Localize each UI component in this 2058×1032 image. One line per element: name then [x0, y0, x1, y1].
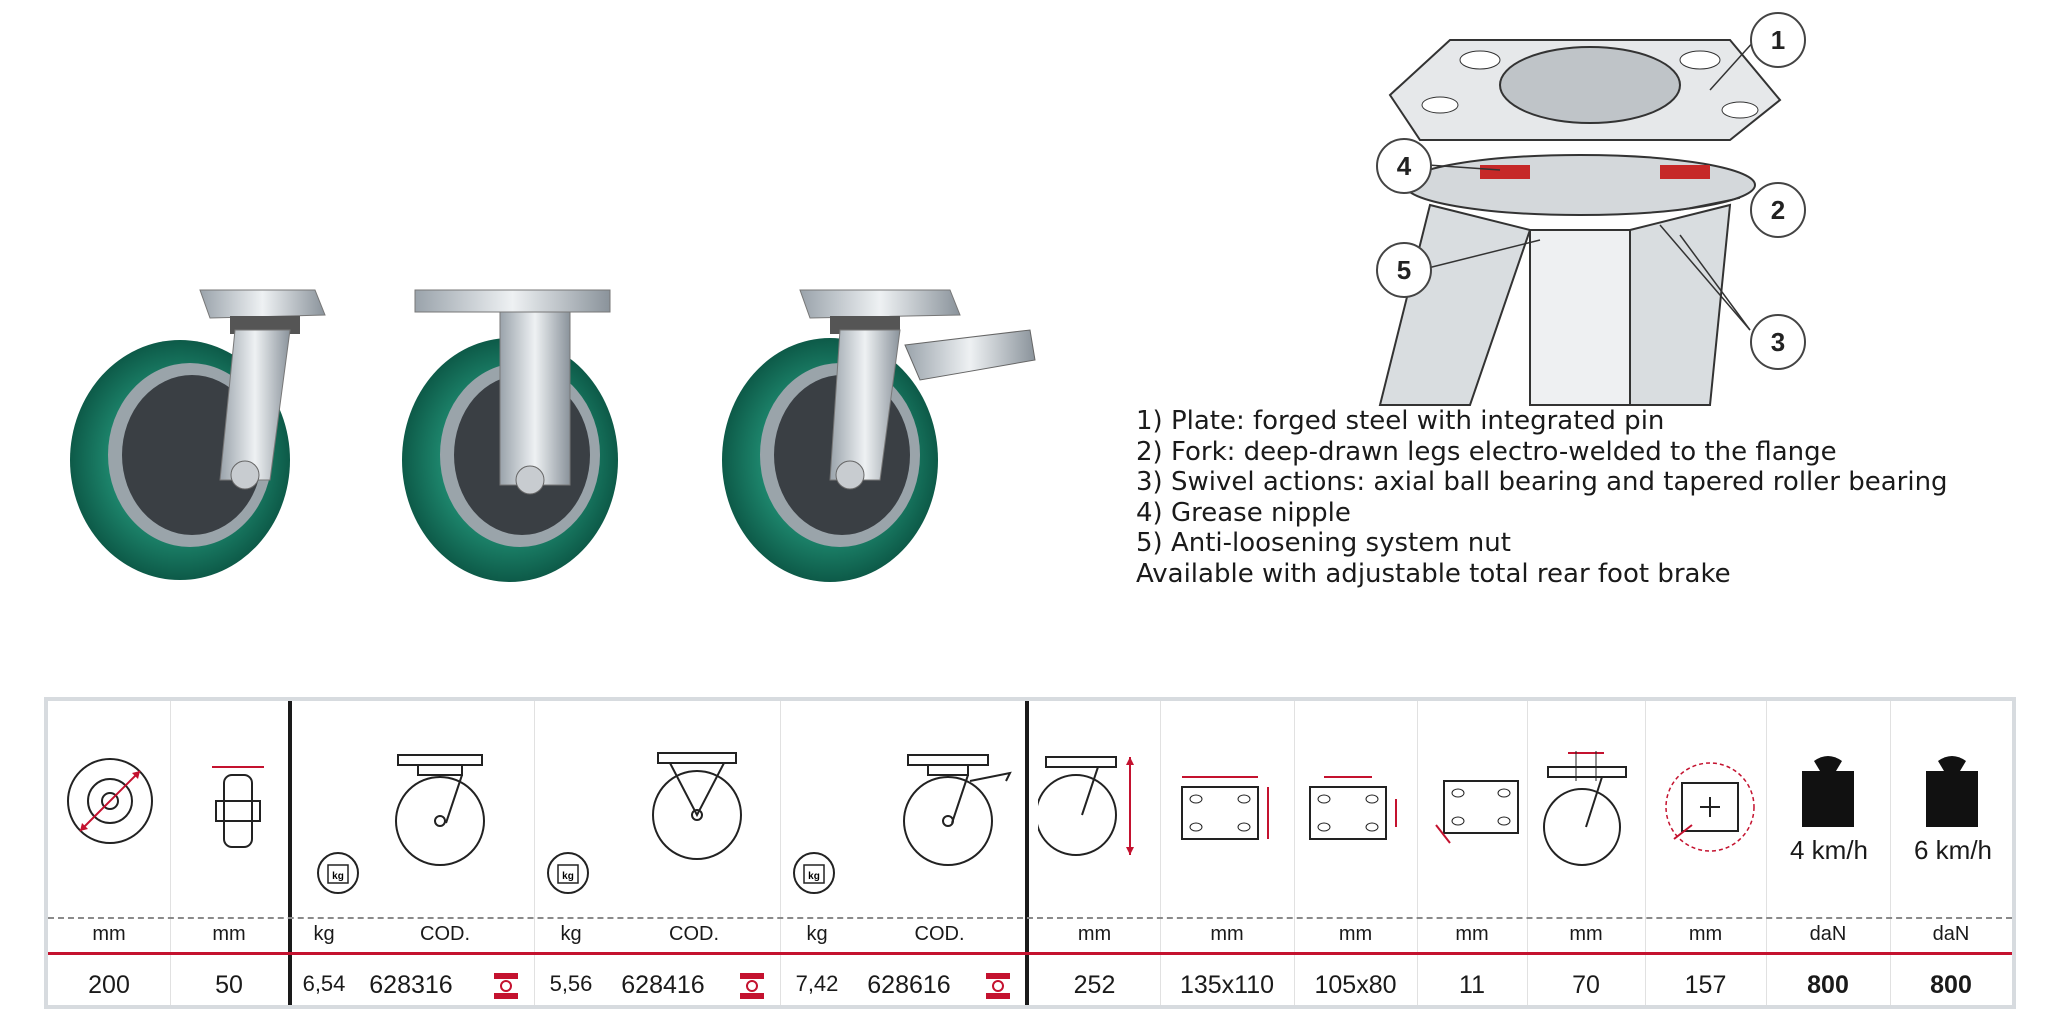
plate-size-icon — [1178, 769, 1278, 849]
weight-badge-icon-2: kg — [546, 851, 590, 895]
value-hole-dia: 11 — [1459, 971, 1485, 999]
braked-caster-photo — [722, 289, 1036, 582]
feature-4: 4) Grease nipple — [1136, 497, 1351, 528]
unit-kg-2: kg — [560, 923, 582, 945]
load-weight-icon-fast — [1922, 751, 1982, 831]
unit-diameter: mm — [92, 923, 126, 945]
speed-label-fast: 6 km/h — [1913, 835, 1993, 865]
callout-4: 4 — [1376, 138, 1432, 194]
wheel-diameter-icon — [62, 753, 158, 849]
code-marker-icon-2 — [740, 973, 764, 999]
unit-hole-dia: mm — [1455, 923, 1489, 945]
unit-width: mm — [212, 923, 246, 945]
load-weight-icon-slow — [1798, 751, 1858, 831]
hole-diameter-icon — [1432, 771, 1522, 851]
code-marker-icon-1 — [494, 973, 518, 999]
fixed-caster-icon — [648, 749, 768, 869]
value-kg-3: 7,42 — [795, 971, 839, 996]
feature-1: 1) Plate: forged steel with integrated p… — [1136, 406, 1665, 436]
braked-caster-icon — [898, 751, 1018, 871]
callout-3: 3 — [1750, 314, 1806, 370]
callout-2: 2 — [1750, 182, 1806, 238]
feature-list: 1) Plate: forged steel with integrated p… — [1136, 406, 2036, 589]
value-width: 50 — [215, 971, 243, 999]
swivel-radius-icon — [1662, 759, 1758, 855]
value-diameter: 200 — [88, 971, 130, 999]
spec-table: kg kg kg — [44, 697, 2016, 1009]
value-height: 252 — [1073, 971, 1116, 999]
feature-3: 3) Swivel actions: axial ball bearing an… — [1136, 467, 1948, 497]
weight-badge-icon-3: kg — [792, 851, 836, 895]
svg-text:kg: kg — [808, 871, 820, 882]
svg-text:kg: kg — [562, 871, 574, 882]
callout-5: 5 — [1376, 242, 1432, 298]
value-cod-2: 628416 — [621, 971, 705, 999]
code-marker-icon-3 — [986, 973, 1010, 999]
value-load-fast: 800 — [1930, 971, 1972, 999]
unit-height: mm — [1077, 923, 1112, 945]
unit-cod-1: COD. — [420, 923, 470, 945]
exploded-diagram: 1 2 3 4 5 — [1300, 0, 1860, 410]
product-photos — [50, 250, 1050, 610]
unit-holes: mm — [1338, 923, 1373, 945]
feature-2: 2) Fork: deep-drawn legs electro-welded … — [1136, 436, 1837, 467]
unit-load-slow: daN — [1809, 923, 1847, 945]
unit-swivel-radius: mm — [1688, 923, 1723, 945]
value-kg-2: 5,56 — [549, 971, 593, 996]
value-cod-1: 628316 — [369, 971, 453, 999]
unit-cod-2: COD. — [669, 923, 719, 945]
value-swivel-radius: 157 — [1684, 971, 1727, 999]
value-holes: 105x80 — [1314, 971, 1397, 999]
speed-label-slow: 4 km/h — [1789, 835, 1869, 865]
feature-5: 5) Anti-loosening system nut — [1136, 528, 1511, 558]
hole-spacing-icon — [1306, 769, 1406, 849]
value-load-slow: 800 — [1807, 971, 1849, 999]
unit-kg-1: kg — [313, 923, 335, 945]
value-cod-3: 628616 — [867, 971, 951, 999]
swivel-offset-icon — [1542, 751, 1632, 871]
swivel-caster-icon — [388, 751, 518, 871]
weight-badge-icon-1: kg — [316, 851, 360, 895]
wheel-width-icon — [208, 761, 268, 851]
value-plate: 135x110 — [1179, 971, 1275, 999]
feature-6: Available with adjustable total rear foo… — [1136, 558, 1731, 589]
unit-kg-3: kg — [806, 923, 828, 945]
unit-offset: mm — [1569, 923, 1603, 945]
value-kg-1: 6,54 — [302, 971, 346, 996]
unit-plate: mm — [1210, 923, 1244, 945]
callout-1: 1 — [1750, 12, 1806, 68]
value-offset: 70 — [1572, 971, 1600, 999]
fixed-caster-photo — [402, 289, 618, 582]
overall-height-icon — [1038, 753, 1148, 863]
swivel-caster-photo — [70, 289, 326, 580]
unit-load-fast: daN — [1932, 923, 1970, 945]
svg-text:kg: kg — [332, 871, 344, 882]
unit-cod-3: COD. — [914, 923, 965, 945]
